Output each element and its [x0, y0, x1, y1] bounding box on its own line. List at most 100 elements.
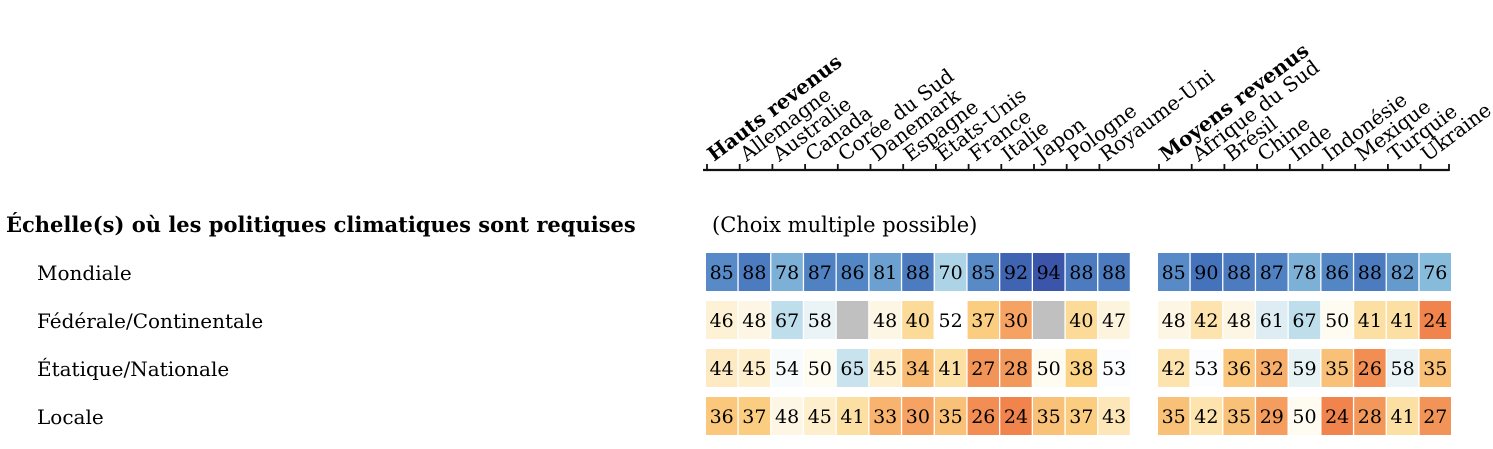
section-title: Échelle(s) où les politiques climatiques…	[6, 212, 636, 237]
cell-value-label: 42	[1162, 358, 1186, 380]
heatmap-cell	[1065, 349, 1098, 387]
heatmap-cell	[902, 349, 934, 387]
cell-value-label: 47	[1102, 310, 1126, 332]
cell-value-label: 29	[1260, 406, 1284, 428]
heatmap-cell	[902, 253, 934, 291]
heatmap-cell	[869, 397, 901, 435]
cell-value-label: 35	[1227, 406, 1251, 428]
heatmap-cell	[902, 301, 934, 339]
heatmap-cell	[738, 253, 771, 291]
row-label: Fédérale/Continentale	[37, 309, 263, 333]
heatmap-cell	[804, 397, 836, 435]
cell-value-label: 35	[1325, 358, 1349, 380]
cell-value-label: 30	[1004, 310, 1028, 332]
heatmap-cell	[1000, 301, 1032, 339]
cell-value-label: 76	[1423, 262, 1447, 284]
column-axis	[703, 164, 1450, 172]
heatmap-cell	[1190, 253, 1223, 291]
cell-value-label: 81	[873, 262, 897, 284]
heatmap-cell	[1190, 397, 1223, 435]
heatmap-cell	[1033, 397, 1065, 435]
heatmap-cell	[934, 397, 967, 435]
cell-value-label: 46	[710, 310, 734, 332]
cell-value-label: 28	[1004, 358, 1028, 380]
heatmap-cell	[804, 301, 836, 339]
cell-value-label: 48	[873, 310, 897, 332]
cell-value-label: 78	[775, 262, 799, 284]
cell-value-label: 38	[1069, 358, 1093, 380]
heatmap-cell	[869, 253, 901, 291]
heatmap-cell	[1256, 253, 1288, 291]
heatmap-cell	[1354, 301, 1386, 339]
cell-value-label: 24	[1004, 406, 1028, 428]
cell-value-label: 92	[1004, 262, 1028, 284]
cell-value-label: 30	[906, 406, 930, 428]
cell-value-label: 53	[1102, 358, 1126, 380]
cell-value-label: 88	[1227, 262, 1251, 284]
heatmap-cell	[771, 349, 803, 387]
heatmap-cell	[1098, 253, 1130, 291]
heatmap-cell	[967, 253, 999, 291]
heatmap-cell	[836, 349, 869, 387]
cell-value-label: 37	[742, 406, 766, 428]
cell-value-label: 35	[1037, 406, 1061, 428]
row-label: Locale	[37, 405, 104, 429]
heatmap-cell	[1223, 253, 1255, 291]
heatmap-cell	[771, 301, 803, 339]
heatmap-cell	[1158, 301, 1190, 339]
heatmap-cell	[1158, 253, 1190, 291]
cell-value-label: 42	[1194, 406, 1218, 428]
heatmap-cell	[1288, 349, 1321, 387]
heatmap-cell	[1098, 397, 1130, 435]
heatmap-cell	[836, 397, 869, 435]
cell-value-label: 37	[971, 310, 995, 332]
heatmap-cell	[1000, 253, 1032, 291]
heatmap-cell	[1223, 349, 1255, 387]
cell-value-label: 48	[1162, 310, 1186, 332]
cell-value-label: 59	[1292, 358, 1316, 380]
heatmap-cell	[1223, 397, 1255, 435]
cell-value-label: 88	[906, 262, 930, 284]
heatmap-cell	[706, 301, 738, 339]
cell-value-label: 36	[710, 406, 734, 428]
cell-value-label: 41	[1391, 310, 1415, 332]
heatmap-cell	[706, 253, 738, 291]
heatmap-cell	[967, 301, 999, 339]
cell-value-label: 34	[906, 358, 930, 380]
heatmap-cell	[1354, 349, 1386, 387]
heatmap-cell	[804, 349, 836, 387]
heatmap-cell	[738, 397, 771, 435]
cell-value-label: 36	[1227, 358, 1251, 380]
heatmap-cell	[1288, 253, 1321, 291]
cell-value-label: 53	[1194, 358, 1218, 380]
heatmap-cell	[1065, 253, 1098, 291]
cell-value-label: 43	[1102, 406, 1126, 428]
heatmap-cell	[1158, 349, 1190, 387]
cell-value-label: 40	[1069, 310, 1093, 332]
cell-value-label: 26	[1358, 358, 1382, 380]
heatmap-cell	[738, 301, 771, 339]
cell-value-label: 26	[971, 406, 995, 428]
cell-value-label: 70	[939, 262, 963, 284]
heatmap-cell	[836, 301, 869, 339]
cell-value-label: 24	[1423, 310, 1447, 332]
heatmap-cell	[1386, 349, 1419, 387]
heatmap-cell	[1321, 349, 1353, 387]
cell-value-label: 32	[1260, 358, 1284, 380]
heatmap-cell	[1419, 253, 1451, 291]
cell-value-label: 50	[1037, 358, 1061, 380]
cell-value-label: 78	[1292, 262, 1316, 284]
cell-value-label: 65	[840, 358, 864, 380]
cell-value-label: 82	[1391, 262, 1415, 284]
heatmap-cell	[771, 397, 803, 435]
heatmap-cell	[1386, 397, 1419, 435]
section-subtitle: (Choix multiple possible)	[712, 213, 977, 237]
cell-value-label: 41	[939, 358, 963, 380]
heatmap-cell	[1223, 301, 1255, 339]
heatmap-cell	[967, 349, 999, 387]
heatmap-cell	[1158, 397, 1190, 435]
heatmap-cell	[1386, 301, 1419, 339]
cell-value-label: 50	[808, 358, 832, 380]
cell-value-label: 67	[1292, 310, 1316, 332]
row-labels: MondialeFédérale/ContinentaleÉtatique/Na…	[37, 261, 263, 429]
